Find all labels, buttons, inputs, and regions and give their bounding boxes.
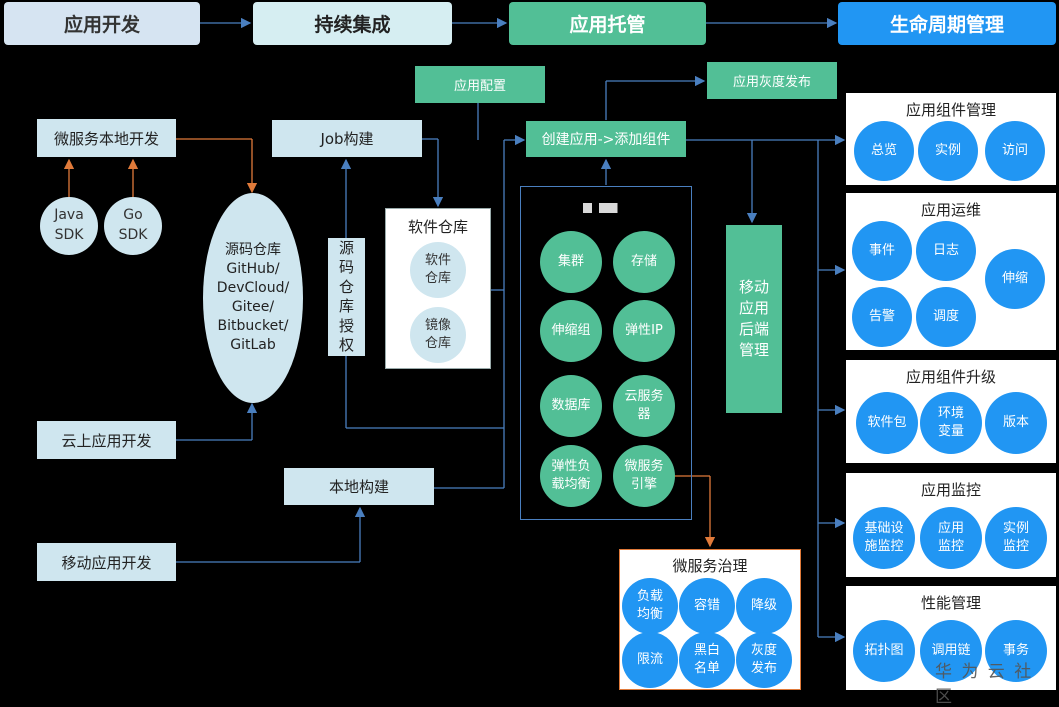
- gov-rate-limit: 限流: [622, 632, 678, 688]
- perf-mgmt-panel: 性能管理 拓扑图 调用链 事务: [846, 586, 1056, 690]
- component-mgmt-panel: 应用组件管理 总览 实例 访问: [846, 93, 1056, 185]
- ops-scale: 伸缩: [985, 249, 1045, 309]
- monitor-app: 应用 监控: [920, 507, 982, 569]
- resource-cluster: 集群: [540, 231, 602, 293]
- perf-transaction: 事务: [985, 620, 1047, 682]
- phase-hosting: 应用托管: [509, 2, 706, 45]
- cloud-app-dev: 云上应用开发: [37, 421, 176, 459]
- phase-lifecycle: 生命周期管理: [838, 2, 1056, 45]
- ops-alarm: 告警: [852, 287, 912, 347]
- monitor-infra: 基础设 施监控: [853, 507, 915, 569]
- resource-database: 数据库: [540, 375, 602, 437]
- mobile-backend-mgmt: 移动 应用 后端 管理: [726, 225, 782, 413]
- monitor-instance: 实例 监控: [985, 507, 1047, 569]
- access: 访问: [985, 121, 1045, 181]
- cloud-resources-icon: [583, 203, 629, 213]
- resource-cloud-server: 云服务 器: [613, 375, 675, 437]
- create-app-add-component: 创建应用->添加组件: [526, 121, 686, 157]
- gov-degrade: 降级: [736, 578, 792, 634]
- perf-call-chain: 调用链: [920, 620, 982, 682]
- source-repo: 源码仓库 GitHub/ DevCloud/ Gitee/ Bitbucket/…: [203, 193, 303, 403]
- app-config: 应用配置: [415, 66, 545, 103]
- resource-microservice-engine: 微服务 引擎: [613, 445, 675, 507]
- perf-mgmt-title: 性能管理: [920, 594, 981, 612]
- phase-ci: 持续集成: [253, 2, 452, 45]
- app-monitor-panel: 应用监控 基础设 施监控 应用 监控 实例 监控: [846, 473, 1056, 577]
- software-repo-title: 软件仓库: [407, 218, 468, 236]
- resource-storage: 存储: [613, 231, 675, 293]
- app-ops-title: 应用运维: [920, 201, 981, 219]
- resource-elastic-ip: 弹性IP: [613, 300, 675, 362]
- image-repo: 镜像 仓库: [410, 307, 466, 363]
- resource-scaling-group: 伸缩组: [540, 300, 602, 362]
- component-upgrade-title: 应用组件升级: [905, 368, 996, 386]
- watermark: 华 为 云 社 区: [935, 662, 1034, 707]
- upgrade-version: 版本: [985, 392, 1047, 454]
- gov-load-balance: 负载 均衡: [622, 578, 678, 634]
- software-package-repo: 软件 仓库: [410, 242, 466, 298]
- app-gray-release: 应用灰度发布: [707, 62, 837, 99]
- gov-black-white-list: 黑白 名单: [679, 632, 735, 688]
- repo-authorization: 源 码 仓 库 授 权: [328, 238, 365, 356]
- cloud-resources-panel: 集群 存储 伸缩组 弹性IP 数据库 云服务 器 弹性负 载均衡 微服务 引擎: [520, 186, 692, 520]
- upgrade-package: 软件包: [856, 392, 918, 454]
- ops-event: 事件: [852, 221, 912, 281]
- go-sdk: Go SDK: [104, 197, 162, 255]
- app-ops-panel: 应用运维 事件 日志 告警 调度 伸缩: [846, 193, 1056, 350]
- ops-log: 日志: [916, 221, 976, 281]
- software-repo-panel: 软件仓库 软件 仓库 镜像 仓库: [385, 208, 491, 369]
- gov-fault-tolerance: 容错: [679, 578, 735, 634]
- governance-title: 微服务治理: [672, 557, 748, 575]
- ops-schedule: 调度: [916, 287, 976, 347]
- mobile-app-dev: 移动应用开发: [37, 543, 176, 581]
- resource-elb: 弹性负 载均衡: [540, 445, 602, 507]
- component-mgmt-title: 应用组件管理: [905, 101, 996, 119]
- overview: 总览: [854, 121, 914, 181]
- java-sdk: Java SDK: [40, 197, 98, 255]
- job-build: Job构建: [272, 120, 422, 157]
- instance: 实例: [918, 121, 978, 181]
- microservice-governance-panel: 微服务治理 负载 均衡 容错 降级 限流 黑白 名单 灰度 发布: [619, 549, 801, 690]
- phase-dev: 应用开发: [4, 2, 200, 45]
- upgrade-env-vars: 环境 变量: [920, 392, 982, 454]
- gov-gray-release: 灰度 发布: [736, 632, 792, 688]
- perf-topology: 拓扑图: [853, 620, 915, 682]
- microservice-local-dev: 微服务本地开发: [37, 119, 176, 157]
- component-upgrade-panel: 应用组件升级 软件包 环境 变量 版本: [846, 360, 1056, 463]
- app-monitor-title: 应用监控: [920, 481, 981, 499]
- local-build: 本地构建: [284, 468, 434, 505]
